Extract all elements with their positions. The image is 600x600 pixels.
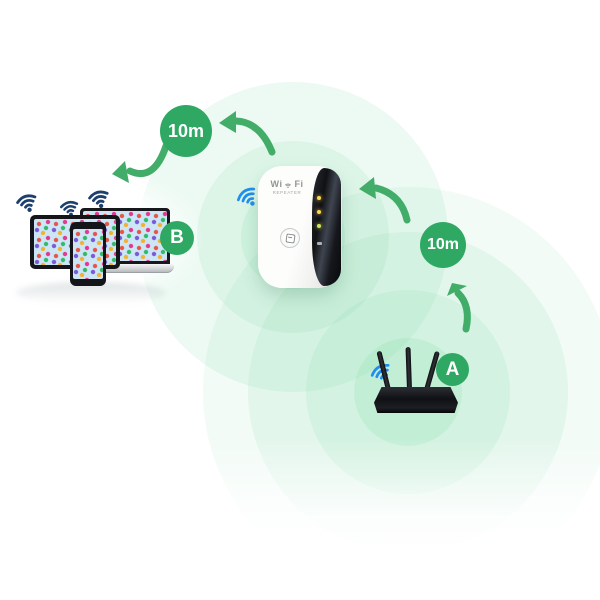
repeater-side-panel bbox=[312, 168, 341, 286]
devices-reflection bbox=[16, 282, 166, 304]
arrow-from-repeater-head bbox=[219, 111, 236, 133]
arrow-to-devices-tail bbox=[126, 142, 170, 178]
point-b-badge: B bbox=[160, 221, 194, 255]
laptop-base bbox=[72, 264, 174, 273]
arrow-from-repeater-tail bbox=[232, 117, 276, 156]
router-antenna-middle bbox=[405, 346, 412, 391]
phone-app-grid bbox=[73, 229, 103, 279]
repeater-brand-right: Fi bbox=[294, 179, 304, 189]
arrow-to-repeater-tail bbox=[372, 184, 411, 224]
led-indicator-3 bbox=[317, 224, 321, 228]
repeater-brand-left: Wi bbox=[270, 179, 283, 189]
wps-button bbox=[280, 228, 300, 248]
arrow-from-router-head bbox=[447, 283, 467, 296]
point-a-badge: A bbox=[436, 353, 469, 386]
distance-badge-top-label: 10m bbox=[167, 120, 205, 141]
distance-badge-right-label: 10m bbox=[426, 236, 460, 253]
router-antenna-left bbox=[376, 350, 391, 391]
distance-badge-top: 10m bbox=[160, 105, 212, 157]
wifi-logo-icon bbox=[285, 183, 292, 189]
point-a-label: A bbox=[445, 358, 460, 380]
repeater-body: Wi Fi REPEATER bbox=[258, 166, 342, 288]
led-indicator-2 bbox=[317, 210, 321, 214]
arrow-to-devices-head bbox=[112, 161, 129, 183]
bottom-fade bbox=[0, 438, 600, 600]
led-indicator-1 bbox=[317, 196, 321, 200]
distance-badge-right: 10m bbox=[420, 222, 466, 268]
wps-icon bbox=[284, 232, 296, 244]
arrow-to-repeater-head bbox=[359, 177, 376, 199]
led-indicator-4 bbox=[317, 242, 322, 245]
wifi-router-device bbox=[374, 346, 458, 414]
repeater-model-label: REPEATER bbox=[272, 190, 302, 195]
router-body bbox=[374, 387, 458, 413]
arrow-from-router-tail bbox=[454, 289, 471, 333]
repeater-logo: Wi Fi REPEATER bbox=[263, 179, 311, 195]
wifi-repeater-device: Wi Fi REPEATER bbox=[258, 166, 342, 288]
wifi-icon-tablet bbox=[16, 194, 37, 212]
wifi-icon-repeater bbox=[236, 187, 256, 206]
point-b-label: B bbox=[170, 227, 184, 248]
wifi-icon-laptop bbox=[88, 190, 109, 209]
client-devices bbox=[8, 182, 178, 304]
smartphone bbox=[70, 222, 106, 286]
